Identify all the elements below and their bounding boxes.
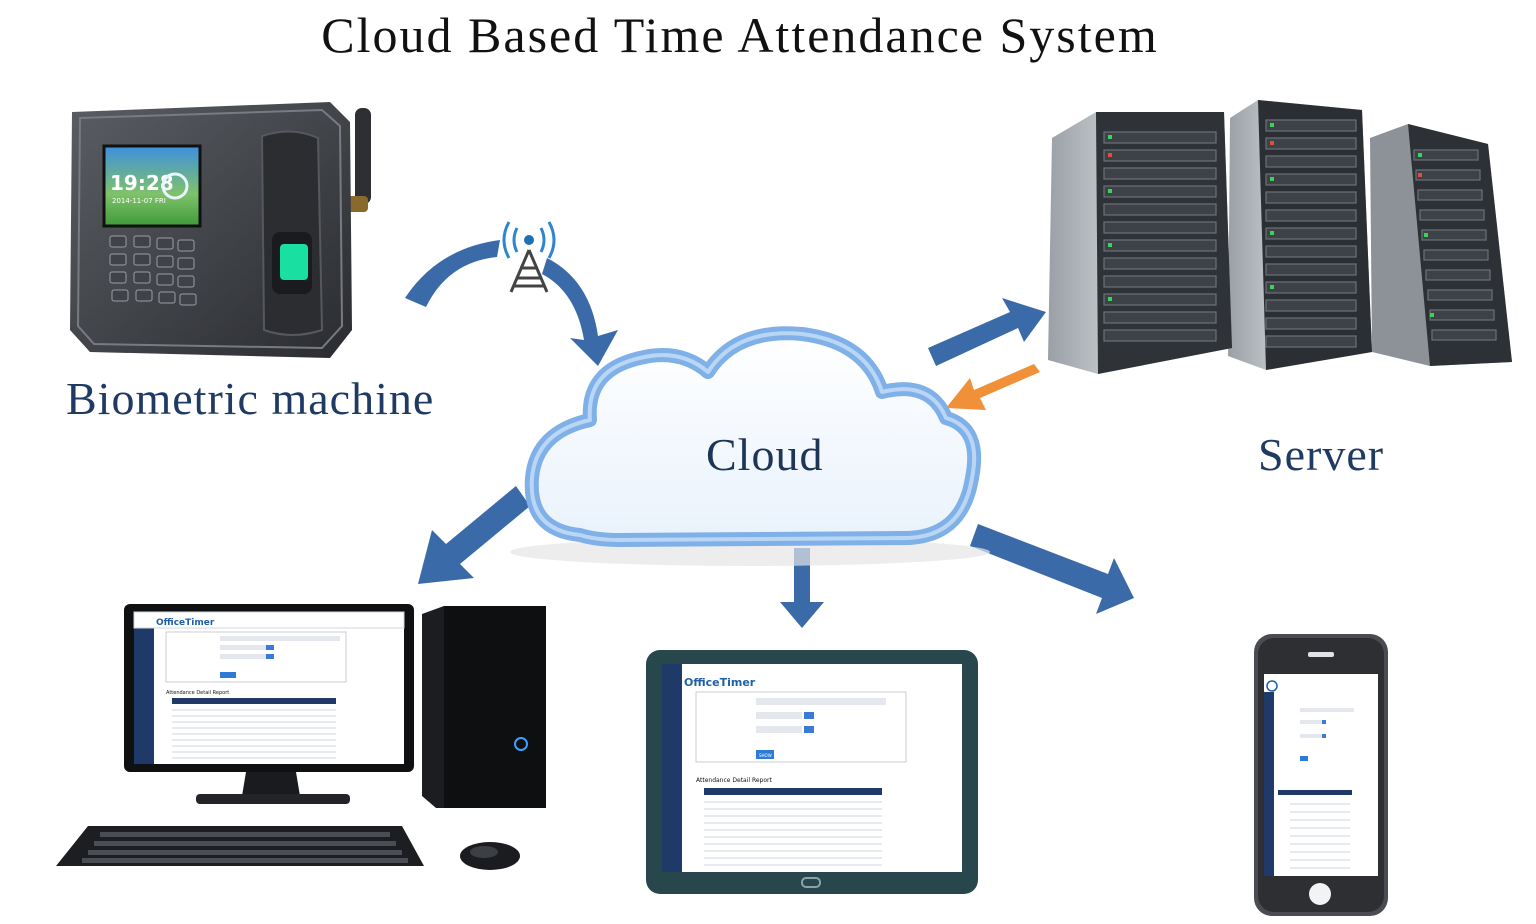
fingerprint-scanner-icon — [280, 244, 308, 280]
biometric-machine: 19:28 2014-11-07 FRI — [70, 102, 371, 358]
tablet-brand: OfficeTimer — [684, 676, 756, 689]
smartphone-icon — [1254, 634, 1388, 916]
desktop-brand: OfficeTimer — [156, 618, 215, 628]
desktop-report-title: Attendance Detail Report — [166, 690, 229, 696]
desktop-computer-icon: OfficeTimer Attendance Detail Report — [56, 604, 546, 870]
tablet-report-title: Attendance Detail Report — [696, 777, 773, 784]
server-label: Server — [1258, 428, 1384, 481]
antenna-tower-icon — [504, 222, 554, 292]
arrow-cloud-to-phone — [970, 524, 1134, 614]
biometric-machine-label: Biometric machine — [66, 372, 434, 425]
tablet-icon: OfficeTimer SHOW Attendance Detail Repor… — [646, 650, 978, 894]
server-rack-icon — [1048, 100, 1512, 374]
tablet-show-button: SHOW — [759, 753, 772, 758]
arrow-cloud-to-server — [928, 298, 1046, 366]
arrow-server-to-cloud — [946, 364, 1040, 410]
arrow-cloud-to-desktop — [418, 486, 530, 584]
arrow-tower-to-cloud — [542, 258, 618, 366]
arrow-machine-to-tower — [405, 240, 500, 307]
cloud-label: Cloud — [706, 428, 823, 481]
machine-antenna — [355, 108, 371, 204]
machine-date: 2014-11-07 FRI — [112, 197, 166, 205]
